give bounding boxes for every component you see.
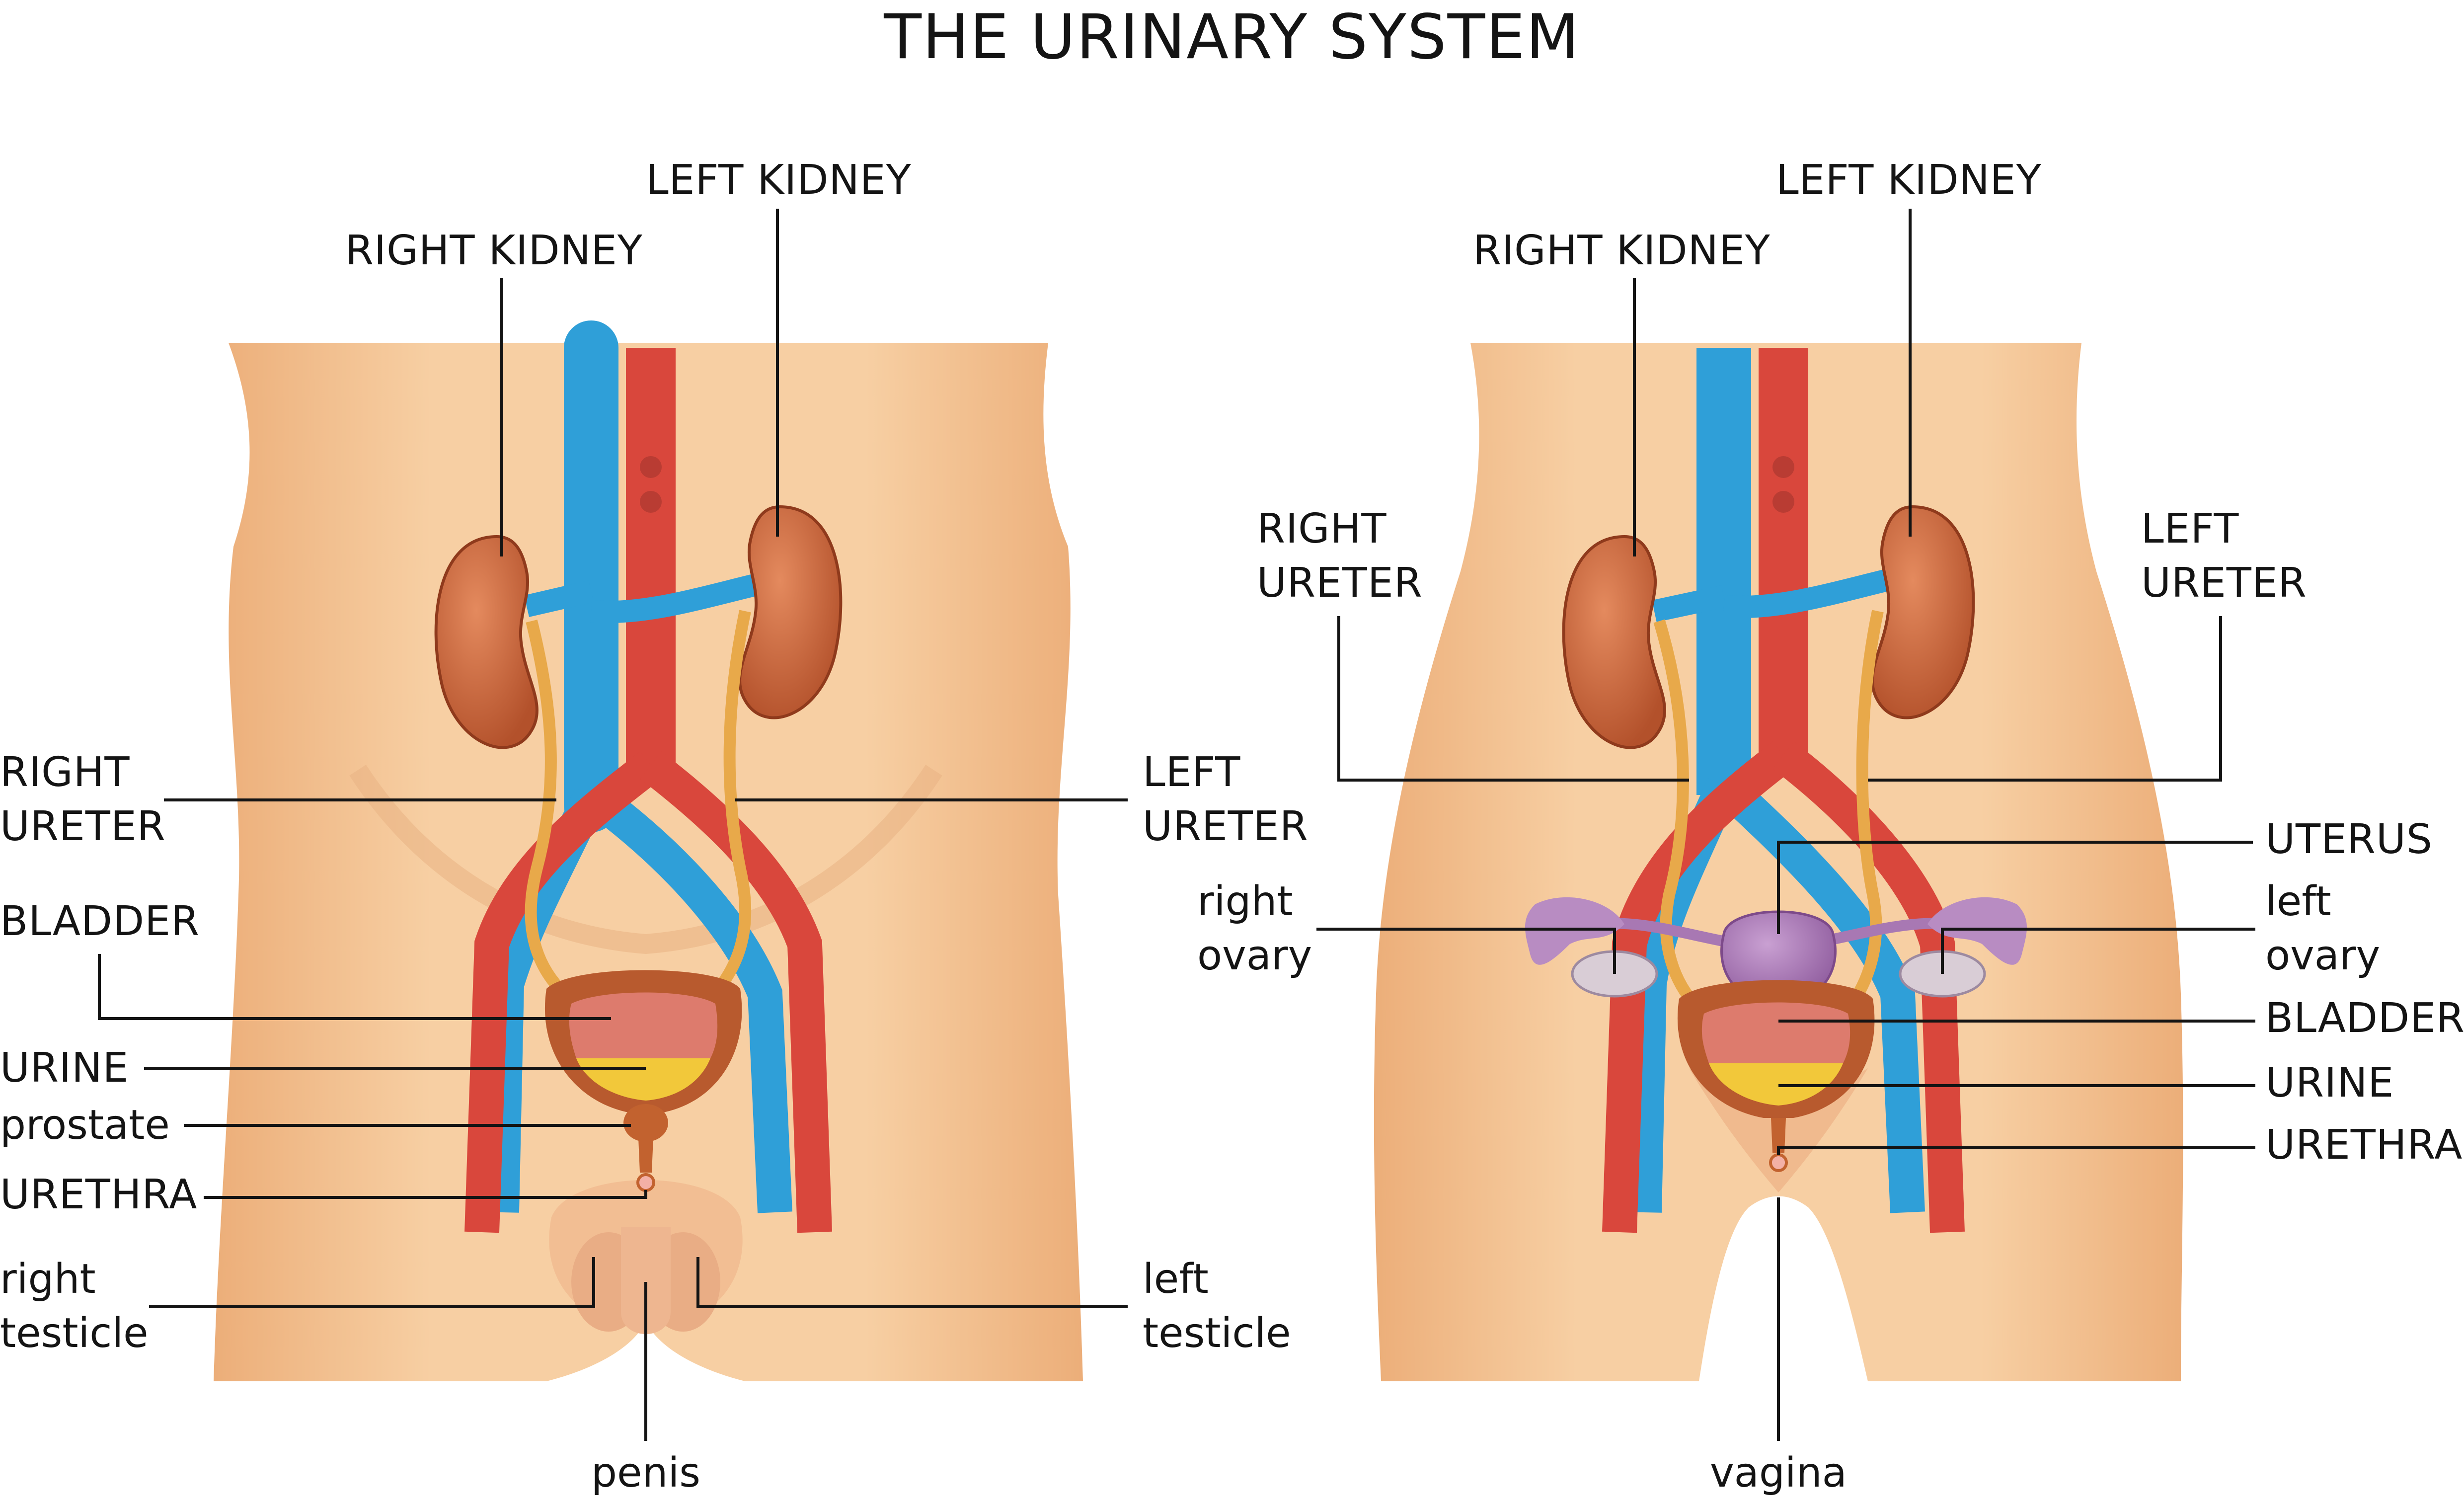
leader-male-urethra [204,1190,647,1199]
male-urethra-tube [638,1138,653,1173]
female-left-ureter-label: LEFT URETER [2141,505,2307,607]
leader-female-left-ovary [1941,928,2255,974]
female-urethra-label: URETHRA [2265,1121,2463,1169]
male-right-kidney-shape [434,535,539,749]
male-aorta-ring [640,456,662,478]
female-right-ovary-label: right ovary [1197,878,1312,980]
female-left-ureter-tube [1843,610,1884,1013]
male-prostate-label: prostate [0,1102,170,1149]
leader-female-right-ovary [1316,928,1616,974]
leader-female-uterus [1777,841,2253,934]
female-left-ovary-label: left ovary [2265,878,2381,980]
female-aorta-ring [1772,491,1794,513]
female-right-ureter-label: RIGHT URETER [1257,505,1423,607]
female-renal-vein-left [1722,565,1906,619]
female-right-kidney-label: RIGHT KIDNEY [1473,227,1771,274]
leader-female-left-ureter [1868,616,2222,782]
female-bladder-label: BLADDER [2265,995,2464,1042]
male-renal-vein-right [524,580,594,617]
male-artery-left-leg [640,751,832,1233]
male-renal-vein-left [590,570,773,624]
male-left-ureter-tube [701,610,752,1008]
female-left-kidney-label: LEFT KIDNEY [1776,157,2042,204]
female-vagina-label: vagina [1710,1449,1847,1497]
leader-female-right-ureter [1337,616,1689,782]
female-vein-left-leg [1712,772,1925,1213]
diagram-title: THE URINARY SYSTEM [884,1,1580,73]
female-urethra-opening [1769,1153,1788,1172]
male-penis-shape [621,1227,671,1334]
male-right-testicle-label: right testicle [0,1256,149,1357]
male-abdomen-shade [349,765,942,954]
male-urine-label: URINE [0,1044,129,1092]
male-urethra-opening [636,1173,655,1192]
leader-male-left-testicle [696,1257,1128,1308]
female-uterus-label: UTERUS [2265,816,2433,863]
male-right-kidney-label: RIGHT KIDNEY [345,227,643,274]
leader-male-bladder [98,954,611,1020]
male-left-kidney-label: LEFT KIDNEY [646,157,912,204]
male-artery-right-leg [464,751,662,1233]
leader-female-urethra [1777,1146,2255,1155]
male-vein-left-leg [581,781,792,1213]
male-right-ureter-tube [525,620,580,1009]
female-bladder-lumen [1701,1002,1850,1063]
male-left-testicle-label: left testicle [1143,1256,1291,1357]
female-urine-label: URINE [2265,1059,2394,1107]
female-right-ureter-tube [1653,619,1703,1013]
female-aorta-ring [1772,456,1794,478]
male-aorta-ring [640,491,662,513]
male-urethra-label: URETHRA [0,1171,198,1218]
male-left-ureter-label: LEFT URETER [1143,749,1309,851]
male-figure [214,320,1083,1381]
female-urethra-tube [1771,1118,1786,1153]
female-renal-vein-right [1652,585,1726,623]
male-left-kidney-shape [738,505,843,719]
female-right-fimbria [1525,897,1624,965]
female-left-kidney-shape [1871,505,1975,719]
leader-lines [98,209,2255,1441]
male-bladder-lumen [569,992,718,1058]
female-left-fimbria [1927,897,2027,965]
male-prostate-shape [623,1104,668,1142]
male-right-ureter-label: RIGHT URETER [0,749,166,851]
leader-male-right-testicle [149,1257,595,1308]
female-right-kidney-shape [1562,535,1666,749]
female-urine-fill [1709,1063,1843,1106]
male-bladder-label: BLADDER [0,898,200,945]
male-penis-label: penis [591,1449,700,1497]
